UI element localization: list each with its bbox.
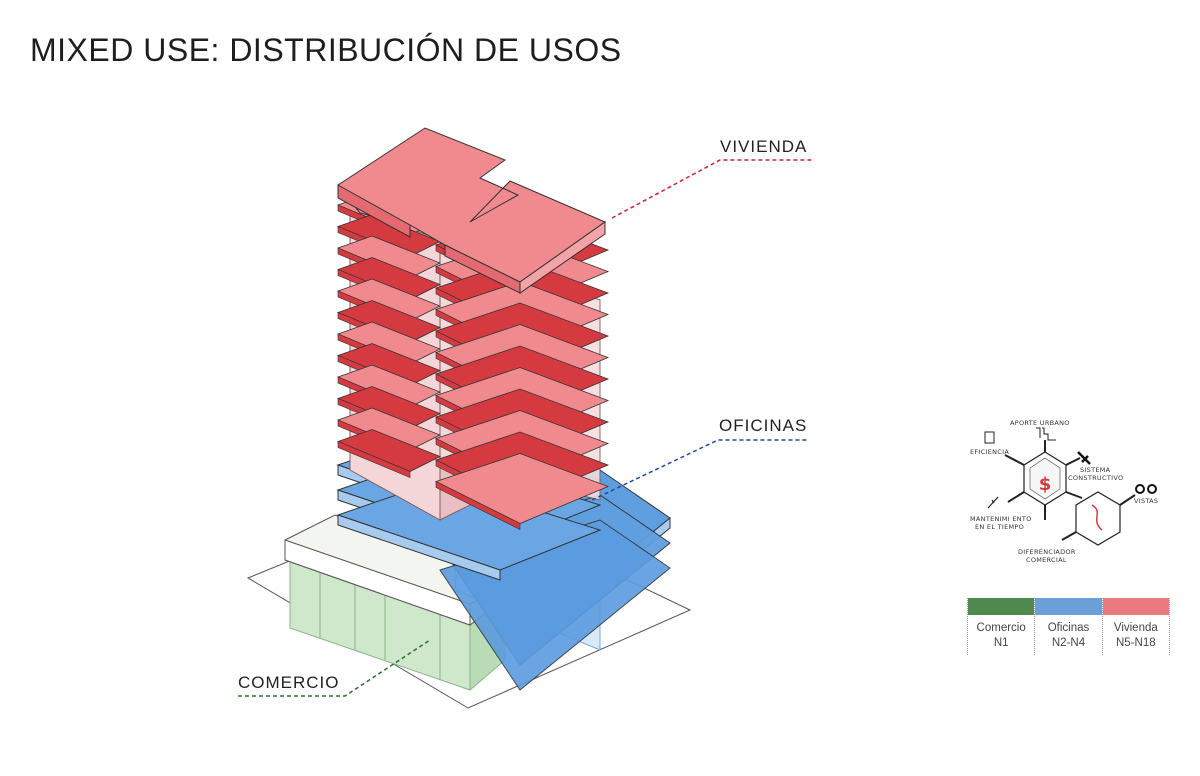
- mantenimiento-label-2: EN EL TIEMPO: [975, 523, 1025, 531]
- legend-oficinas-name: Oficinas: [1047, 622, 1090, 634]
- legend-comercio-levels: N1: [993, 637, 1009, 649]
- values-hexagon-diagram: [984, 427, 1157, 546]
- legend-vivienda: Vivienda N5-N18: [1102, 598, 1170, 655]
- legend-swatch-oficinas: [1035, 598, 1102, 615]
- vivienda-floor-edge: [337, 441, 411, 478]
- page-title: MIXED USE: DISTRIBUCIÓN DE USOS: [30, 32, 622, 68]
- diferenciador-label-1: DIFERENCIADOR: [1018, 548, 1076, 556]
- legend: Comercio N1 Oficinas N2-N4 Vivienda N5-N…: [967, 598, 1170, 655]
- eficiencia-label: EFICIENCIA: [970, 448, 1010, 456]
- legend-vivienda-levels: N5-N18: [1116, 637, 1156, 649]
- legend-oficinas-levels: N2-N4: [1051, 637, 1086, 649]
- legend-swatch-vivienda: [1102, 598, 1169, 615]
- diferenciador-label-2: COMERCIAL: [1026, 556, 1067, 564]
- sistema-label-2: CONSTRUCTIVO: [1068, 474, 1124, 482]
- vivienda-floor-edge: [435, 481, 521, 530]
- legend-vivienda-name: Vivienda: [1113, 622, 1158, 634]
- vivienda-tower: [336, 127, 610, 530]
- vivienda-leader: [611, 159, 812, 219]
- oficinas-leader: [591, 439, 808, 501]
- oficinas-label: OFICINAS: [719, 416, 808, 435]
- vivienda-label: VIVIENDA: [720, 137, 808, 156]
- legend-swatch-comercio: [968, 598, 1035, 615]
- comercio-label: COMERCIO: [238, 673, 340, 692]
- dollar-icon: $: [1039, 474, 1052, 495]
- mantenimiento-label-1: MANTENIMI ENTO: [970, 515, 1032, 523]
- legend-comercio-name: Comercio: [976, 622, 1026, 634]
- comercio-leader: [238, 639, 431, 697]
- aporte-urbano-label: APORTE URBANO: [1010, 419, 1070, 427]
- sistema-label-1: SISTEMA: [1080, 466, 1111, 474]
- legend-oficinas: Oficinas N2-N4: [1035, 598, 1103, 655]
- vistas-label: VISTAS: [1134, 497, 1159, 505]
- legend-comercio: Comercio N1: [967, 598, 1036, 655]
